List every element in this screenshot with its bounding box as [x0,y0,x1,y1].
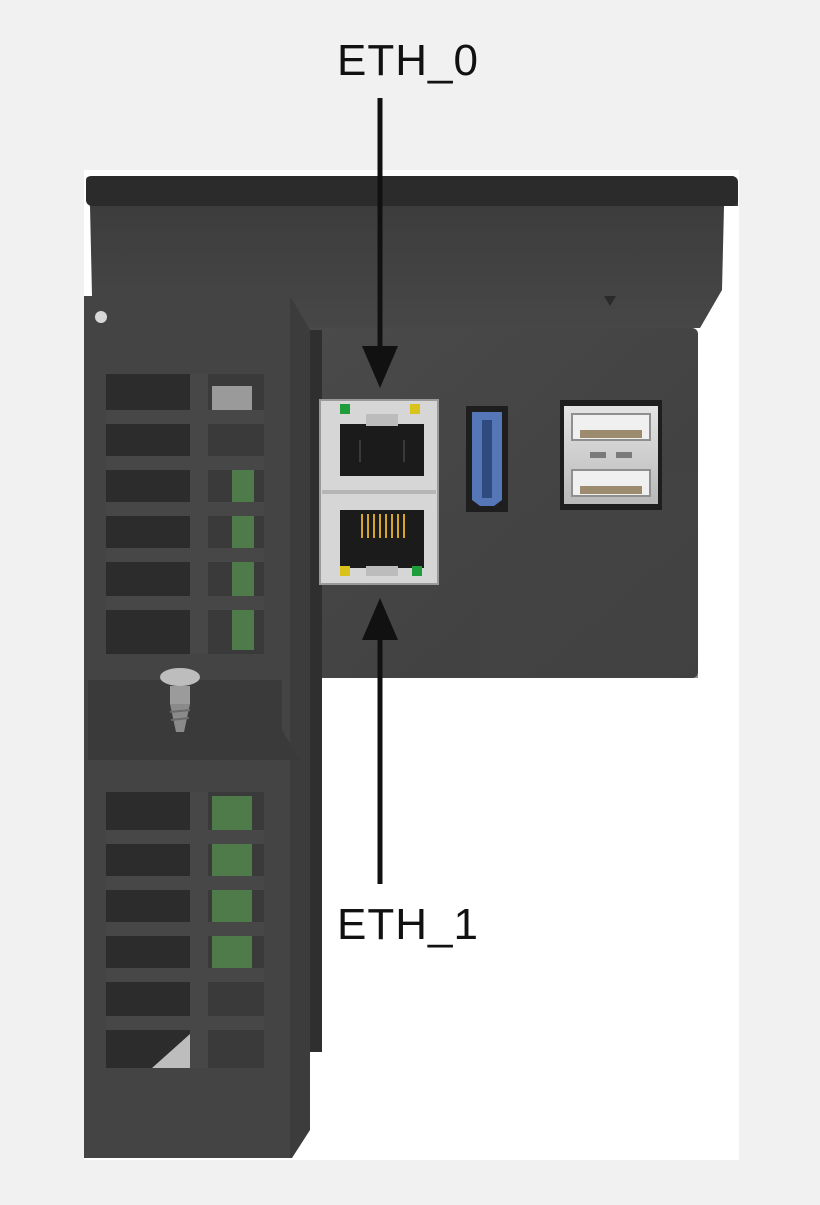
top-housing [86,176,738,328]
eth0-label: ETH_0 [337,36,479,85]
indicator-dot [95,311,107,323]
lower-vents [106,792,264,1068]
screw-icon [160,668,200,732]
usb-port-stack [560,400,662,510]
eth0-arrow [362,98,398,388]
panel-shading [480,470,698,678]
triangle-down-icon [604,296,616,306]
hdmi-port [466,406,508,512]
eth1-arrow [362,598,398,884]
eth0-port [340,404,424,476]
upper-vents [106,374,264,654]
eth1-port [340,510,424,576]
top-lip [86,176,738,206]
mounting-bracket [88,680,300,760]
eth1-label: ETH_1 [337,900,479,949]
ethernet-jack-block [319,399,439,585]
